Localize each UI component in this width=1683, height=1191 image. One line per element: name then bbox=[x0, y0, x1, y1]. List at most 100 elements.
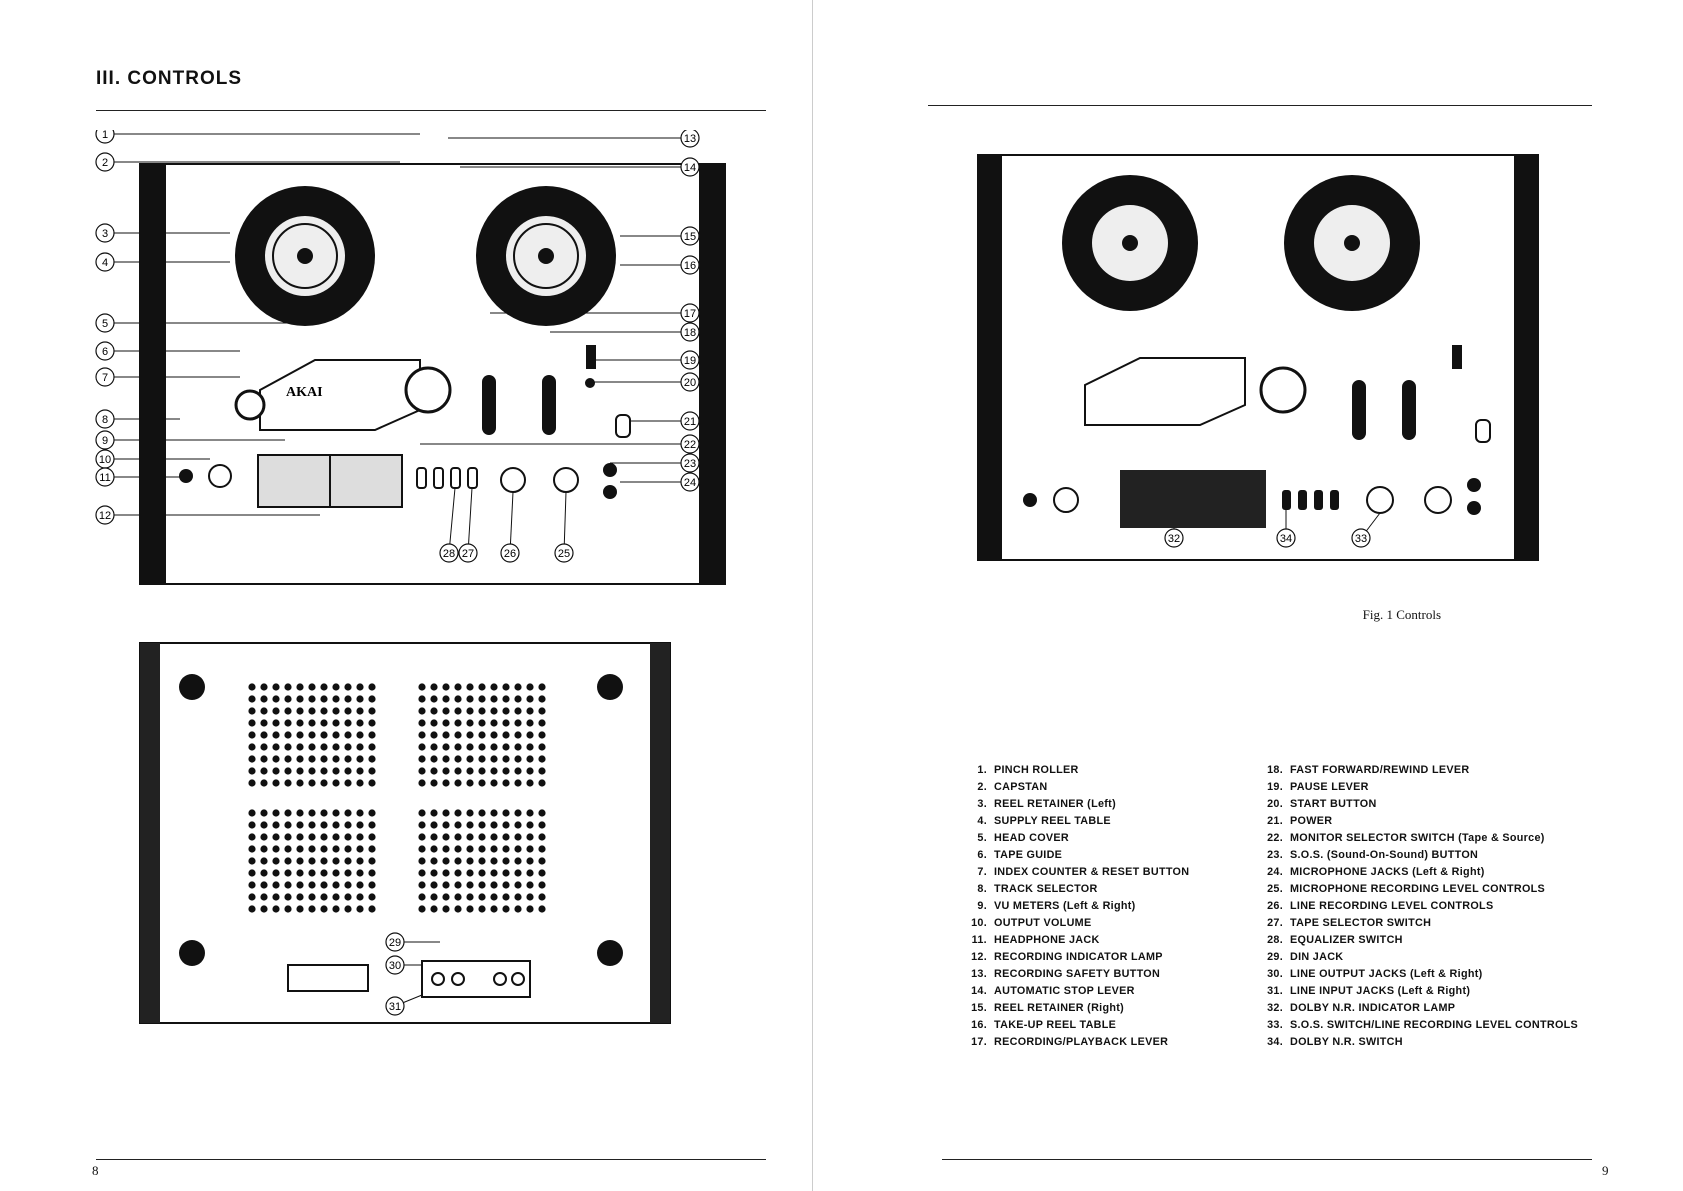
svg-text:1: 1 bbox=[102, 130, 108, 141]
connector-plate bbox=[421, 960, 531, 998]
headphone-jack bbox=[179, 469, 193, 483]
svg-text:2: 2 bbox=[102, 157, 108, 169]
callout-26: 26 bbox=[500, 491, 520, 563]
control-list-item: 11.HEADPHONE JACK bbox=[965, 932, 1189, 949]
svg-text:22: 22 bbox=[684, 439, 696, 451]
control-list-item: 14.AUTOMATIC STOP LEVER bbox=[965, 983, 1189, 1000]
control-label: MICROPHONE RECORDING LEVEL CONTROLS bbox=[1290, 883, 1546, 895]
control-list-item: 17.RECORDING/PLAYBACK LEVER bbox=[965, 1034, 1189, 1051]
control-list-item: 23.S.O.S. (Sound-On-Sound) BUTTON bbox=[1261, 847, 1578, 864]
control-list-item: 1. PINCH ROLLER bbox=[965, 762, 1189, 779]
svg-text:25: 25 bbox=[558, 548, 570, 560]
callout-11: 11 bbox=[95, 467, 186, 487]
svg-text:18: 18 bbox=[684, 327, 696, 339]
heading-rule bbox=[96, 110, 766, 111]
control-label: S.O.S. (Sound-On-Sound) BUTTON bbox=[1290, 849, 1479, 861]
foot bbox=[597, 674, 623, 700]
control-label: MONITOR SELECTOR SWITCH (Tape & Source) bbox=[1290, 832, 1545, 844]
callout-1: 1 bbox=[95, 130, 420, 144]
svg-text:24: 24 bbox=[684, 477, 696, 489]
callout-8: 8 bbox=[95, 409, 180, 429]
page-fold bbox=[812, 0, 813, 1191]
control-list-item: 29. DIN JACK bbox=[1261, 949, 1578, 966]
control-number: 6. bbox=[977, 849, 987, 861]
svg-text:17: 17 bbox=[684, 308, 696, 320]
control-label: DOLBY N.R. SWITCH bbox=[1290, 1036, 1403, 1048]
svg-text:30: 30 bbox=[389, 960, 401, 972]
control-list-item: 32. DOLBY N.R. INDICATOR LAMP bbox=[1261, 1000, 1578, 1017]
control-number: 26. bbox=[1267, 900, 1283, 912]
mic-jack-r bbox=[603, 485, 617, 499]
control-number: 29. bbox=[1267, 951, 1283, 963]
control-number: 9. bbox=[977, 900, 987, 912]
control-number: 17. bbox=[971, 1036, 987, 1048]
callout-27: 27 bbox=[458, 487, 478, 563]
brand-logo: AKAI bbox=[286, 385, 323, 400]
control-list-item: 30. LINE OUTPUT JACKS (Left & Right) bbox=[1261, 966, 1578, 983]
control-label: LINE OUTPUT JACKS (Left & Right) bbox=[1290, 968, 1483, 980]
svg-text:6: 6 bbox=[102, 346, 108, 358]
control-number: 13. bbox=[971, 968, 987, 980]
control-number: 20. bbox=[1267, 798, 1283, 810]
callout-10: 10 bbox=[95, 449, 210, 469]
svg-text:23: 23 bbox=[684, 458, 696, 470]
control-label: PAUSE LEVER bbox=[1290, 781, 1369, 793]
svg-text:26: 26 bbox=[504, 548, 516, 560]
control-label: TRACK SELECTOR bbox=[994, 883, 1098, 895]
control-number: 12. bbox=[971, 951, 987, 963]
control-label: EQUALIZER SWITCH bbox=[1290, 934, 1403, 946]
control-label: AUTOMATIC STOP LEVER bbox=[994, 985, 1135, 997]
control-label: TAKE-UP REEL TABLE bbox=[994, 1019, 1117, 1031]
control-number: 1. bbox=[977, 764, 987, 776]
svg-text:12: 12 bbox=[99, 510, 111, 522]
control-list-item: 33.S.O.S. SWITCH/LINE RECORDING LEVEL CO… bbox=[1261, 1017, 1578, 1034]
callout-25: 25 bbox=[554, 491, 574, 563]
svg-text:20: 20 bbox=[684, 377, 696, 389]
control-number: 30. bbox=[1267, 968, 1283, 980]
control-number: 27. bbox=[1267, 917, 1283, 929]
control-list-item: 28.EQUALIZER SWITCH bbox=[1261, 932, 1578, 949]
control-list-item: 4.SUPPLY REEL TABLE bbox=[965, 813, 1189, 830]
control-number: 32. bbox=[1267, 1002, 1283, 1014]
control-label: MICROPHONE JACKS (Left & Right) bbox=[1290, 866, 1485, 878]
head-cover: AKAI bbox=[234, 359, 421, 431]
control-list-item: 34.DOLBY N.R. SWITCH bbox=[1261, 1034, 1578, 1051]
control-label: TAPE GUIDE bbox=[994, 849, 1063, 861]
control-list-item: 3.REEL RETAINER (Left) bbox=[965, 796, 1189, 813]
svg-text:9: 9 bbox=[102, 435, 108, 447]
callout-18: 18 bbox=[550, 322, 700, 342]
svg-text:11: 11 bbox=[99, 472, 110, 484]
control-list-item: 16.TAKE-UP REEL TABLE bbox=[965, 1017, 1189, 1034]
control-label: CAPSTAN bbox=[994, 781, 1048, 793]
control-label: DOLBY N.R. INDICATOR LAMP bbox=[1290, 1002, 1456, 1014]
control-label: FAST FORWARD/REWIND LEVER bbox=[1290, 764, 1470, 776]
control-label: PINCH ROLLER bbox=[994, 764, 1079, 776]
callout-16: 16 bbox=[620, 255, 700, 275]
control-label: POWER bbox=[1290, 815, 1333, 827]
page-number-right: 9 bbox=[1602, 1163, 1609, 1178]
svg-text:33: 33 bbox=[1355, 533, 1367, 545]
callout-19: 19 bbox=[590, 350, 700, 370]
takeup-reel bbox=[476, 186, 616, 326]
control-label: OUTPUT VOLUME bbox=[994, 917, 1092, 929]
control-list-item: 12.RECORDING INDICATOR LAMP bbox=[965, 949, 1189, 966]
control-number: 24. bbox=[1267, 866, 1283, 878]
callout-2: 2 bbox=[95, 152, 400, 172]
callout-15: 15 bbox=[620, 226, 700, 246]
callout-7: 7 bbox=[95, 367, 240, 387]
control-list-item: 24. MICROPHONE JACKS (Left & Right) bbox=[1261, 864, 1578, 881]
svg-text:15: 15 bbox=[684, 231, 696, 243]
serial-plate bbox=[287, 964, 369, 992]
control-number: 3. bbox=[977, 798, 987, 810]
start-button bbox=[585, 378, 595, 388]
control-label: LINE INPUT JACKS (Left & Right) bbox=[1290, 985, 1471, 997]
control-label: TAPE SELECTOR SWITCH bbox=[1290, 917, 1432, 929]
left-page: III. CONTROLS AKAI bbox=[0, 0, 820, 1191]
line-level-knob bbox=[500, 467, 526, 493]
callout-4: 4 bbox=[95, 252, 230, 272]
control-label: DIN JACK bbox=[1290, 951, 1344, 963]
control-list-item: 10.OUTPUT VOLUME bbox=[965, 915, 1189, 932]
